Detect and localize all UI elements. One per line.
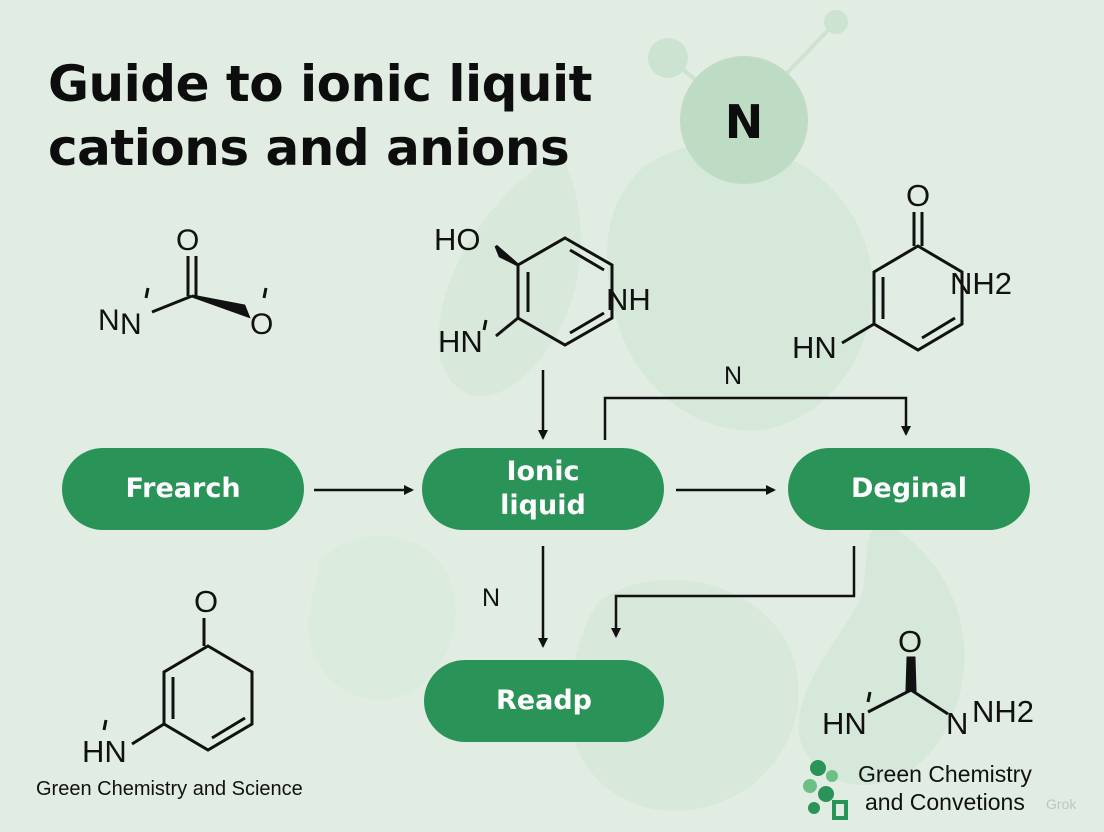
footer-right-caption: Green Chemistry and Convetions [858, 760, 1032, 816]
molecule-top-left [144, 256, 268, 319]
badge-circle [680, 56, 808, 184]
node-deginal: Deginal [788, 448, 1030, 530]
node-frearch: Frearch [62, 448, 304, 530]
mol-tr-oxygen: O [906, 178, 930, 213]
molecule-top-center [482, 236, 614, 347]
mol-tl-oxygen-right: O [250, 308, 273, 341]
green-chemistry-logo [803, 760, 848, 820]
mol-tr-amine: HN [792, 330, 837, 365]
flow-connectors [314, 370, 911, 648]
mol-tr-nh2: NH2 [950, 266, 1012, 301]
edge-label-top: N [724, 362, 743, 390]
molecule-bottom-right [866, 656, 949, 716]
molecule-top-right [841, 212, 964, 352]
mol-tl-nitrogen-2: N [120, 308, 142, 341]
arrow-ionic-over-to-deginal [603, 396, 911, 440]
mol-br-oxygen: O [898, 624, 922, 659]
arrow-deginal-to-readp [611, 546, 856, 638]
footer-right-line-1: Green Chemistry [858, 761, 1032, 787]
node-ionic-line-2: liquid [500, 490, 586, 521]
mol-br-nitrogen: N [946, 706, 968, 741]
mol-tc-ring-nh: NH [606, 282, 651, 317]
mol-tl-oxygen-top: O [176, 224, 199, 257]
grok-watermark: Grok [1046, 796, 1077, 812]
mol-bl-amine: HN [82, 734, 127, 769]
nitrogen-badge: N [680, 56, 808, 184]
molecule-bottom-left [102, 618, 254, 752]
mol-tc-hydroxyl: HO [434, 222, 481, 257]
badge-label: N [725, 95, 764, 149]
title-line-2: cations and anions [48, 119, 570, 177]
page-title: Guide to ionic liquit cations and anions [48, 52, 593, 180]
footer-right-line-2: and Convetions [864, 789, 1025, 815]
footer-left-caption: Green Chemistry and Science [36, 778, 303, 800]
mol-tc-amine: HN [438, 324, 483, 359]
mol-br-amine: HN [822, 706, 867, 741]
mol-tl-nitrogen-1: N [98, 304, 120, 337]
title-line-1: Guide to ionic liquit [48, 55, 593, 113]
mol-bl-oxygen: O [194, 584, 218, 619]
mol-br-nh2: NH2 [972, 694, 1034, 729]
node-ionic-liquid: Ionic liquid [422, 448, 664, 530]
edge-label-left: N [482, 584, 501, 612]
node-readp: Readp [424, 660, 664, 742]
node-ionic-line-1: Ionic [506, 456, 580, 487]
